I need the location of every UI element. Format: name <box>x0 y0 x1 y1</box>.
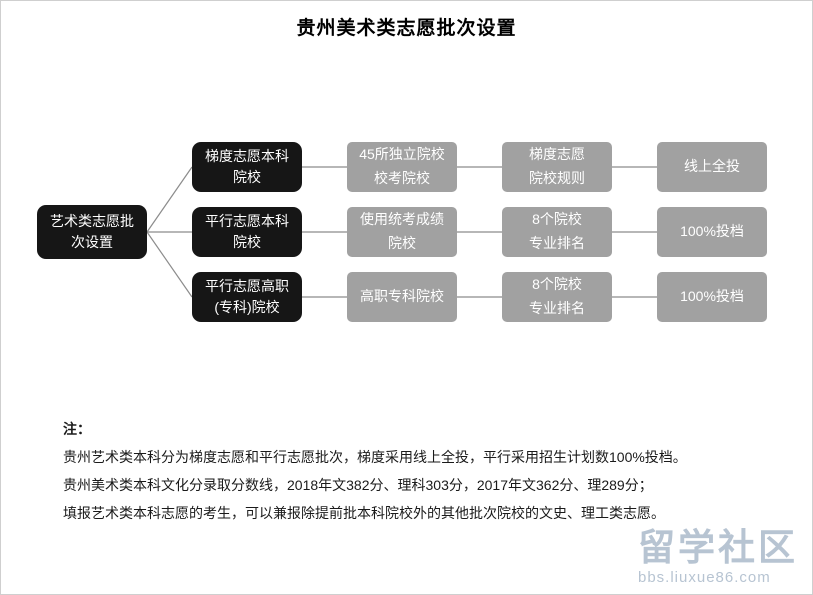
node-unified-exam-colleges: 使用统考成绩 院校 <box>347 207 457 257</box>
page-title: 贵州美术类志愿批次设置 <box>296 18 517 39</box>
node-online-full-submission: 线上全投 <box>657 142 767 192</box>
watermark: 留学社区 bbs.liuxue86.com <box>638 528 798 586</box>
note-line-1: 贵州艺术类本科分为梯度志愿和平行志愿批次，梯度采用线上全投，平行采用招生计划数1… <box>63 449 687 465</box>
node-45-independent-colleges: 45所独立院校 校考院校 <box>347 142 457 192</box>
note-label: 注： <box>63 421 91 437</box>
node-100-percent-filing-2: 100%投档 <box>657 272 767 322</box>
note-line-2: 贵州美术类本科文化分录取分数线，2018年文382分、理科303分，2017年文… <box>63 477 653 493</box>
watermark-site-url: bbs.liuxue86.com <box>638 569 771 586</box>
node-parallel-volunteer-undergrad: 平行志愿本科 院校 <box>192 207 302 257</box>
node-gradient-volunteer-undergrad: 梯度志愿本科 院校 <box>192 142 302 192</box>
node-8-colleges-major-ranking-2: 8个院校 专业排名 <box>502 272 612 322</box>
node-8-colleges-major-ranking: 8个院校 专业排名 <box>502 207 612 257</box>
note-line-3: 填报艺术类本科志愿的考生，可以兼报除提前批本科院校外的其他批次院校的文史、理工类… <box>63 505 665 521</box>
node-art-batch-setup-root: 艺术类志愿批 次设置 <box>37 205 147 259</box>
node-100-percent-filing: 100%投档 <box>657 207 767 257</box>
node-vocational-colleges: 高职专科院校 <box>347 272 457 322</box>
node-gradient-college-rules: 梯度志愿 院校规则 <box>502 142 612 192</box>
notes-section: 注： 贵州艺术类本科分为梯度志愿和平行志愿批次，梯度采用线上全投，平行采用招生计… <box>63 415 762 527</box>
watermark-site-name: 留学社区 <box>638 527 798 569</box>
node-parallel-volunteer-vocational: 平行志愿高职 (专科)院校 <box>192 272 302 322</box>
